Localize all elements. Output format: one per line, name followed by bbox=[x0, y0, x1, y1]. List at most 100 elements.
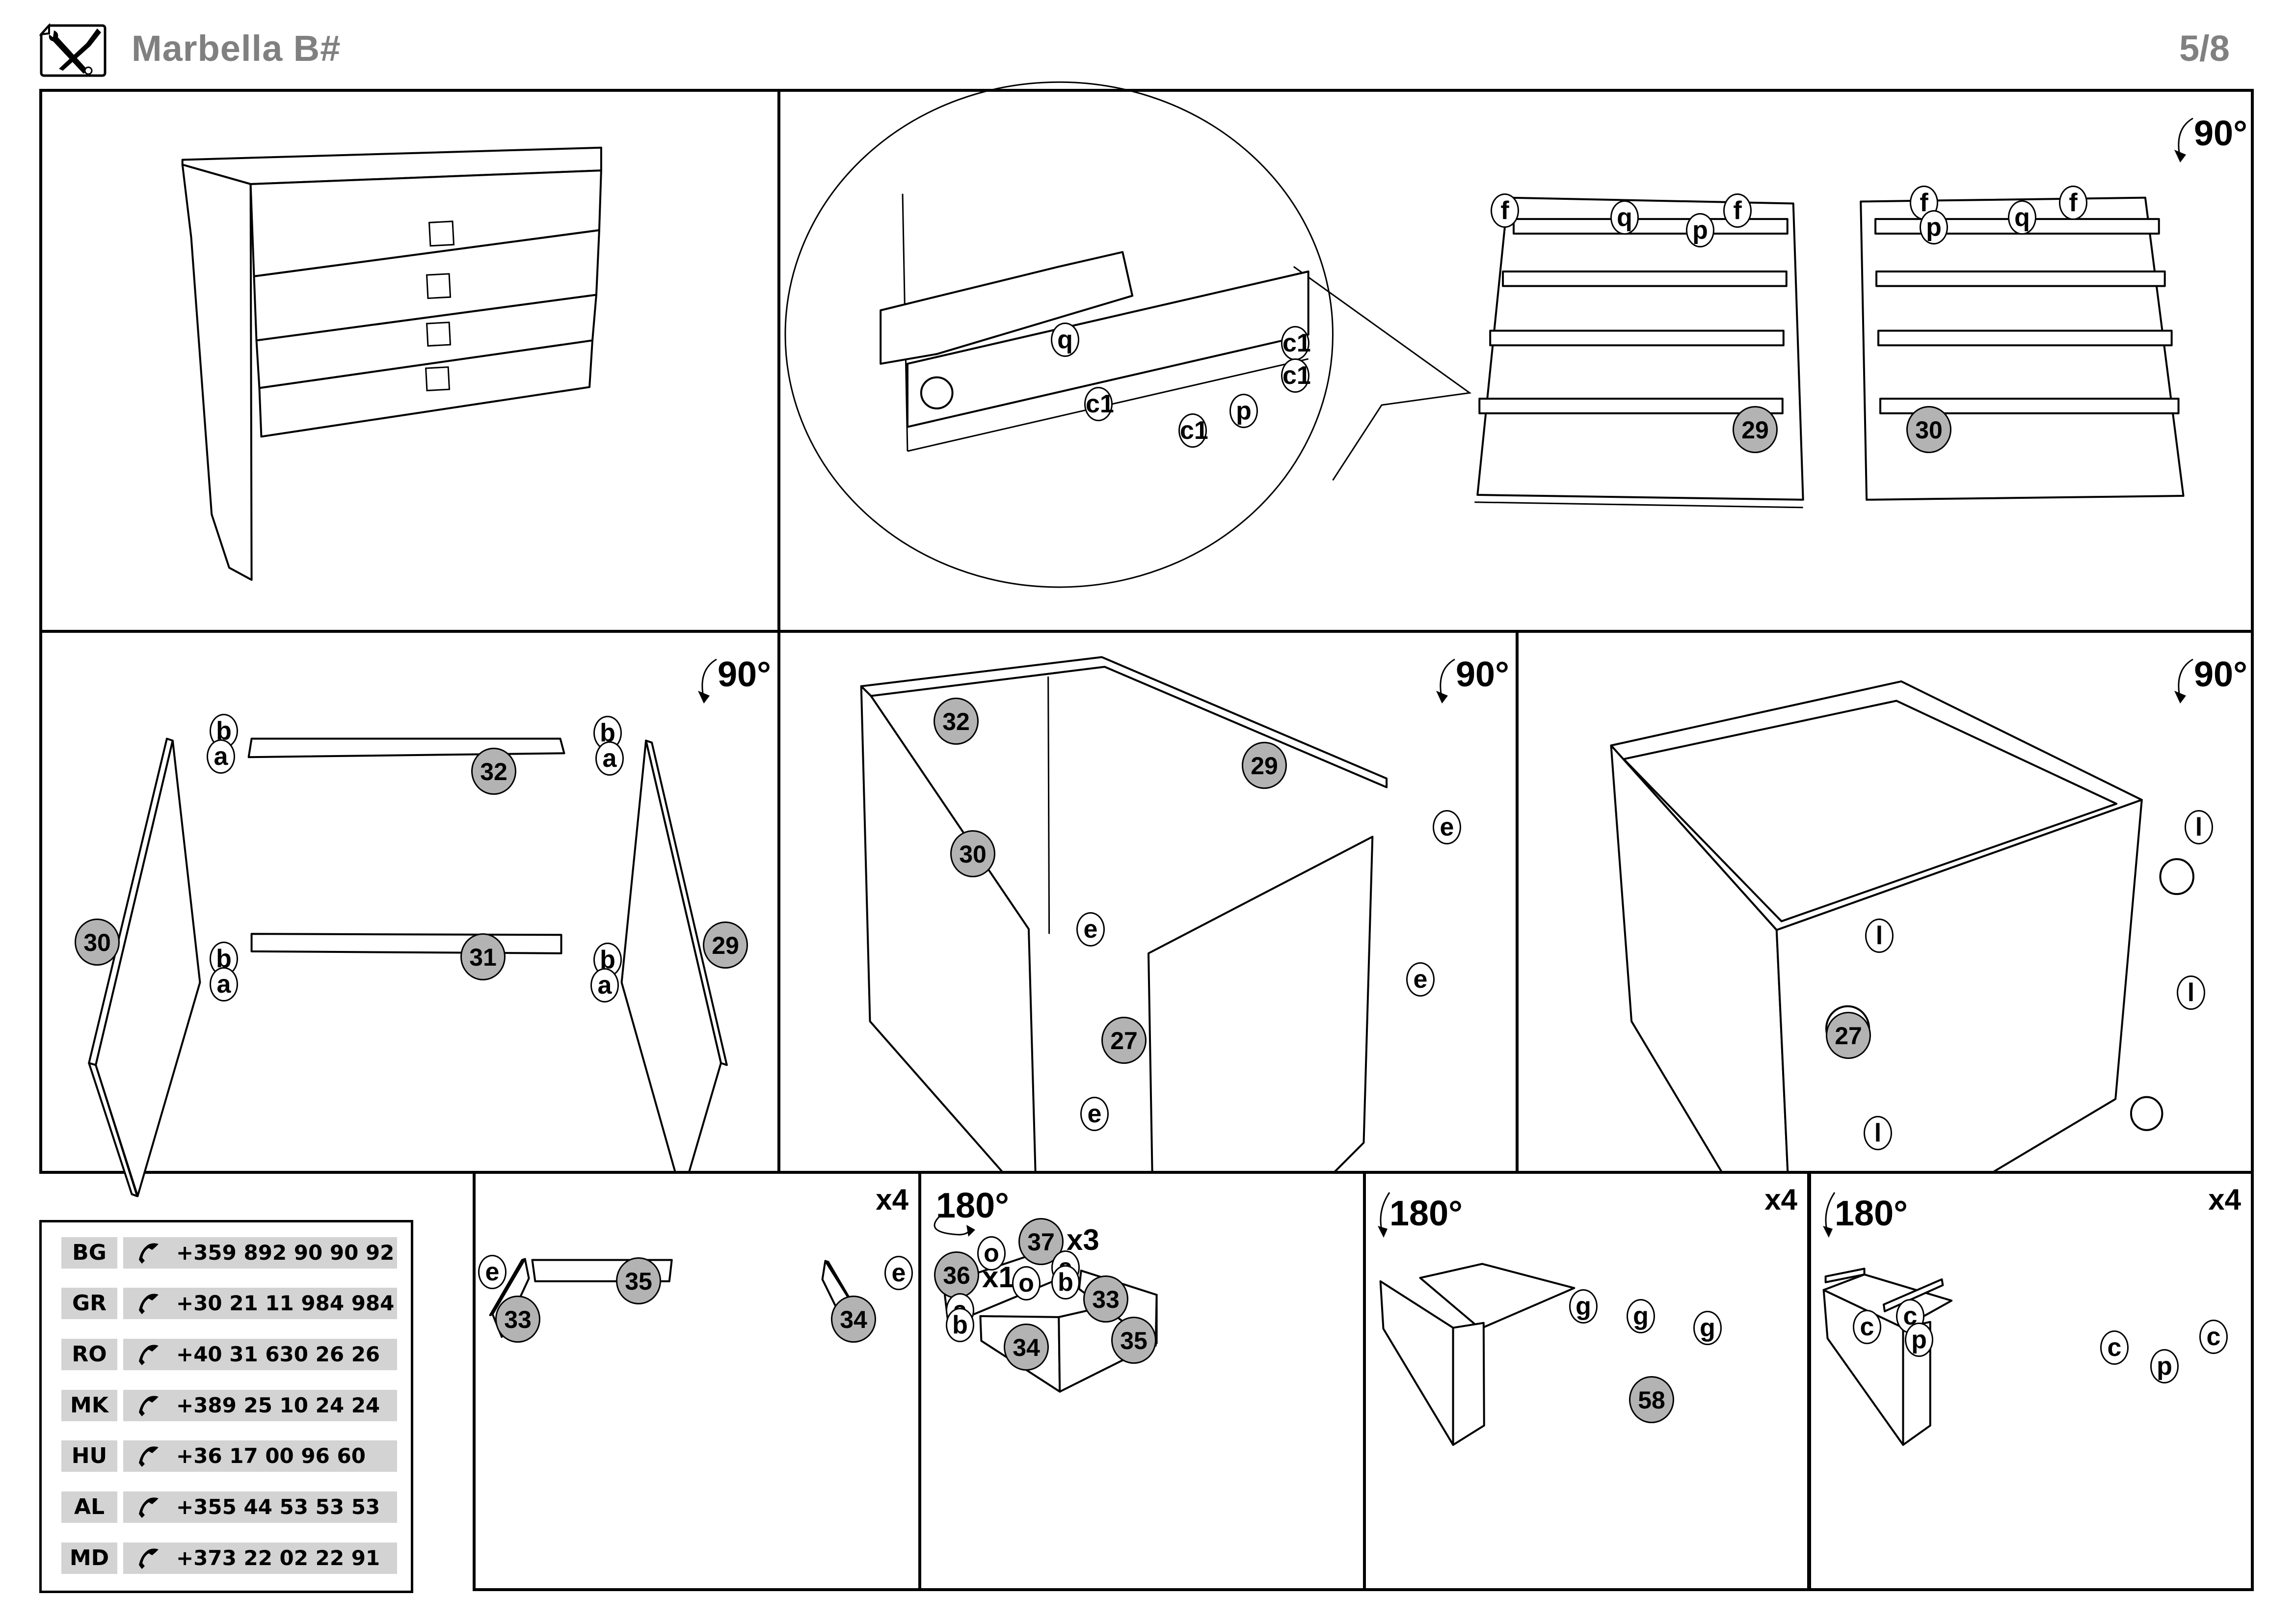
part-badge-29: 29 bbox=[1733, 406, 1778, 453]
carcass-feet-drawing bbox=[1519, 633, 2251, 1171]
fitting-callout: c bbox=[1853, 1310, 1881, 1344]
product-title: Marbella B# bbox=[132, 28, 341, 69]
rotation-label: 90° bbox=[2194, 655, 2247, 694]
phone-number[interactable]: +36 17 00 96 60 bbox=[176, 1444, 366, 1468]
phone-number[interactable]: +30 21 11 984 984 bbox=[176, 1291, 395, 1315]
wrench-screwdriver-icon bbox=[38, 20, 113, 78]
drawer-bottom-drawing bbox=[1366, 1174, 1807, 1588]
phone-number[interactable]: +359 892 90 90 92 bbox=[176, 1241, 395, 1265]
fitting-callout: p bbox=[2150, 1349, 2179, 1383]
foot-callout: l bbox=[2185, 810, 2213, 844]
fitting-callout: a bbox=[207, 739, 235, 774]
rotate-90-indicator: 90° bbox=[2174, 654, 2247, 704]
fitting-callout: c1 bbox=[1178, 413, 1208, 448]
fitting-callout: c1 bbox=[1084, 387, 1114, 421]
fitting-callout: e bbox=[1080, 1097, 1109, 1131]
part-badge-29: 29 bbox=[1242, 742, 1287, 789]
country-code: GR bbox=[61, 1288, 117, 1319]
part-badge-32: 32 bbox=[934, 698, 979, 745]
phone-number[interactable]: +373 22 02 22 91 bbox=[176, 1546, 380, 1570]
rail-panel-29 bbox=[1474, 198, 1803, 508]
phone-handset-icon bbox=[139, 1294, 159, 1314]
phone-handset-icon bbox=[139, 1497, 159, 1518]
fitting-callout: a bbox=[595, 741, 624, 776]
fitting-callout: e bbox=[1076, 912, 1105, 947]
rail-panel-30 bbox=[1861, 198, 2183, 500]
part-badge-32: 32 bbox=[471, 748, 516, 795]
fitting-callout: g bbox=[1627, 1299, 1655, 1333]
rotation-label: 90° bbox=[2194, 114, 2247, 153]
fitting-callout: p bbox=[1686, 213, 1714, 247]
rotate-90-indicator: 90° bbox=[1436, 654, 1509, 704]
fitting-callout: e bbox=[1433, 810, 1461, 844]
step-feet-panel: 90° 27 l l l l bbox=[1516, 630, 2254, 1174]
quantity-label: x4 bbox=[2208, 1183, 2241, 1216]
part-badge-33: 33 bbox=[495, 1296, 540, 1343]
fitting-callout: a bbox=[590, 968, 619, 1002]
part-badge-34: 34 bbox=[1004, 1324, 1049, 1371]
rotation-label: 180° bbox=[936, 1186, 1009, 1225]
step-overview-panel bbox=[39, 89, 780, 633]
fitting-callout: c bbox=[2199, 1320, 2228, 1354]
part-badge-30: 30 bbox=[1906, 406, 1951, 453]
fitting-callout: q bbox=[2008, 200, 2036, 235]
phone-number[interactable]: +389 25 10 24 24 bbox=[176, 1393, 380, 1417]
rotate-90-indicator: 90° bbox=[2174, 113, 2247, 162]
fitting-callout: e bbox=[1406, 962, 1435, 997]
country-code: RO bbox=[61, 1339, 117, 1370]
quantity-label: x4 bbox=[1764, 1183, 1797, 1216]
fitting-callout: p bbox=[1920, 210, 1948, 244]
page-number: 5/8 bbox=[2179, 28, 2230, 69]
support-phone-table: BG +359 892 90 90 92 GR +30 21 11 984 98… bbox=[39, 1220, 413, 1593]
country-code: BG bbox=[61, 1237, 117, 1269]
rotate-90-indicator: 90° bbox=[698, 654, 771, 704]
rail-detail-drawing bbox=[780, 92, 2251, 630]
drawer-runner-drawing bbox=[1811, 1174, 2251, 1588]
fitting-callout: o bbox=[1012, 1266, 1041, 1300]
carcass-front-drawing bbox=[780, 633, 1516, 1171]
fitting-callout: b bbox=[1051, 1265, 1080, 1299]
fitting-callout: f bbox=[1723, 193, 1752, 228]
part-badge-27: 27 bbox=[1101, 1017, 1147, 1064]
country-code: MK bbox=[61, 1390, 117, 1421]
country-code: MD bbox=[61, 1543, 117, 1574]
phone-number[interactable]: +355 44 53 53 53 bbox=[176, 1495, 380, 1519]
step-frame-explode-panel: 90° 32 31 30 29 b a b a b a b a bbox=[39, 630, 780, 1174]
fitting-callout: g bbox=[1693, 1311, 1722, 1345]
fitting-callout: p bbox=[1229, 394, 1258, 428]
screws-quantity: x3 bbox=[1067, 1223, 1099, 1256]
rotation-label: 180° bbox=[1389, 1194, 1463, 1233]
part-badge-58: 58 bbox=[1629, 1376, 1674, 1423]
fitting-callout: e bbox=[884, 1256, 913, 1290]
fitting-callout: c bbox=[2100, 1330, 2129, 1365]
foot-callout: l bbox=[1865, 919, 1894, 953]
part-badge-30: 30 bbox=[950, 830, 995, 877]
part-badge-29: 29 bbox=[703, 921, 748, 969]
foot-callout: l bbox=[2177, 975, 2205, 1010]
country-code: AL bbox=[61, 1491, 117, 1523]
fitting-callout: q bbox=[1610, 200, 1639, 235]
step-front-panel-panel: 90° 32 29 30 27 e e e e bbox=[777, 630, 1519, 1174]
rotation-label: 180° bbox=[1835, 1194, 1908, 1233]
foot-callout: l bbox=[1864, 1116, 1892, 1150]
step-drawer-front-panel: 180° 36 x1 37 x3 33 34 35 o o a b a b bbox=[918, 1171, 1366, 1591]
part-badge-33: 33 bbox=[1083, 1275, 1128, 1323]
fitting-callout: q bbox=[1051, 323, 1079, 357]
rotate-180-indicator: 180° bbox=[1378, 1192, 1463, 1238]
step-rails-panel: 90° q c1 c1 c1 c1 p 29 30 f q p f f p q … bbox=[777, 89, 2254, 633]
rotation-label: 90° bbox=[718, 655, 771, 694]
rotation-label: 90° bbox=[1456, 655, 1509, 694]
part-badge-30: 30 bbox=[75, 919, 120, 966]
phone-number[interactable]: +40 31 630 26 26 bbox=[176, 1342, 380, 1366]
fitting-callout: f bbox=[2059, 186, 2087, 220]
fitting-callout: b bbox=[946, 1308, 974, 1342]
chest-of-drawers-icon bbox=[42, 92, 777, 630]
fitting-callout: f bbox=[1491, 193, 1519, 228]
step-drawer-runners-panel: 180° x4 c c p c c p bbox=[1808, 1171, 2254, 1591]
phone-handset-icon bbox=[139, 1345, 159, 1365]
part-badge-34: 34 bbox=[831, 1296, 876, 1343]
step-drawer-sides-panel: x4 33 35 34 e e bbox=[473, 1171, 921, 1591]
fitting-callout: g bbox=[1569, 1289, 1598, 1324]
part-badge-36: 36 bbox=[934, 1251, 979, 1299]
country-code: HU bbox=[61, 1440, 117, 1472]
